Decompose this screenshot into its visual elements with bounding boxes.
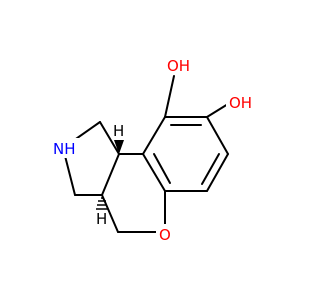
label-bg [156,224,174,244]
amine-label: NH [53,140,76,158]
stereo-hydrogen-bottom: H [96,210,107,228]
bonds [62,75,229,233]
molecule-drawing: OH OH O NH H H [50,55,256,244]
structure-canvas: OH OH O NH H H [50,55,256,244]
bond [153,153,171,184]
hashed-bond [96,197,108,210]
label-bg [226,92,256,112]
bond [142,116,166,155]
label-bg [164,55,192,75]
bond [164,75,175,118]
bond [99,121,120,155]
wedge-bond [114,140,124,154]
bond [201,153,220,185]
bond [206,103,229,118]
stereo-hydrogen-top: H [113,122,124,140]
bond [101,153,120,196]
bond [142,153,166,192]
bond [206,153,229,192]
hydroxyl-label-top: OH [167,57,190,75]
label-bg [50,138,80,158]
hydroxyl-label-right: OH [229,94,252,112]
bond [206,116,229,155]
ring-oxygen-label: O [159,226,171,244]
